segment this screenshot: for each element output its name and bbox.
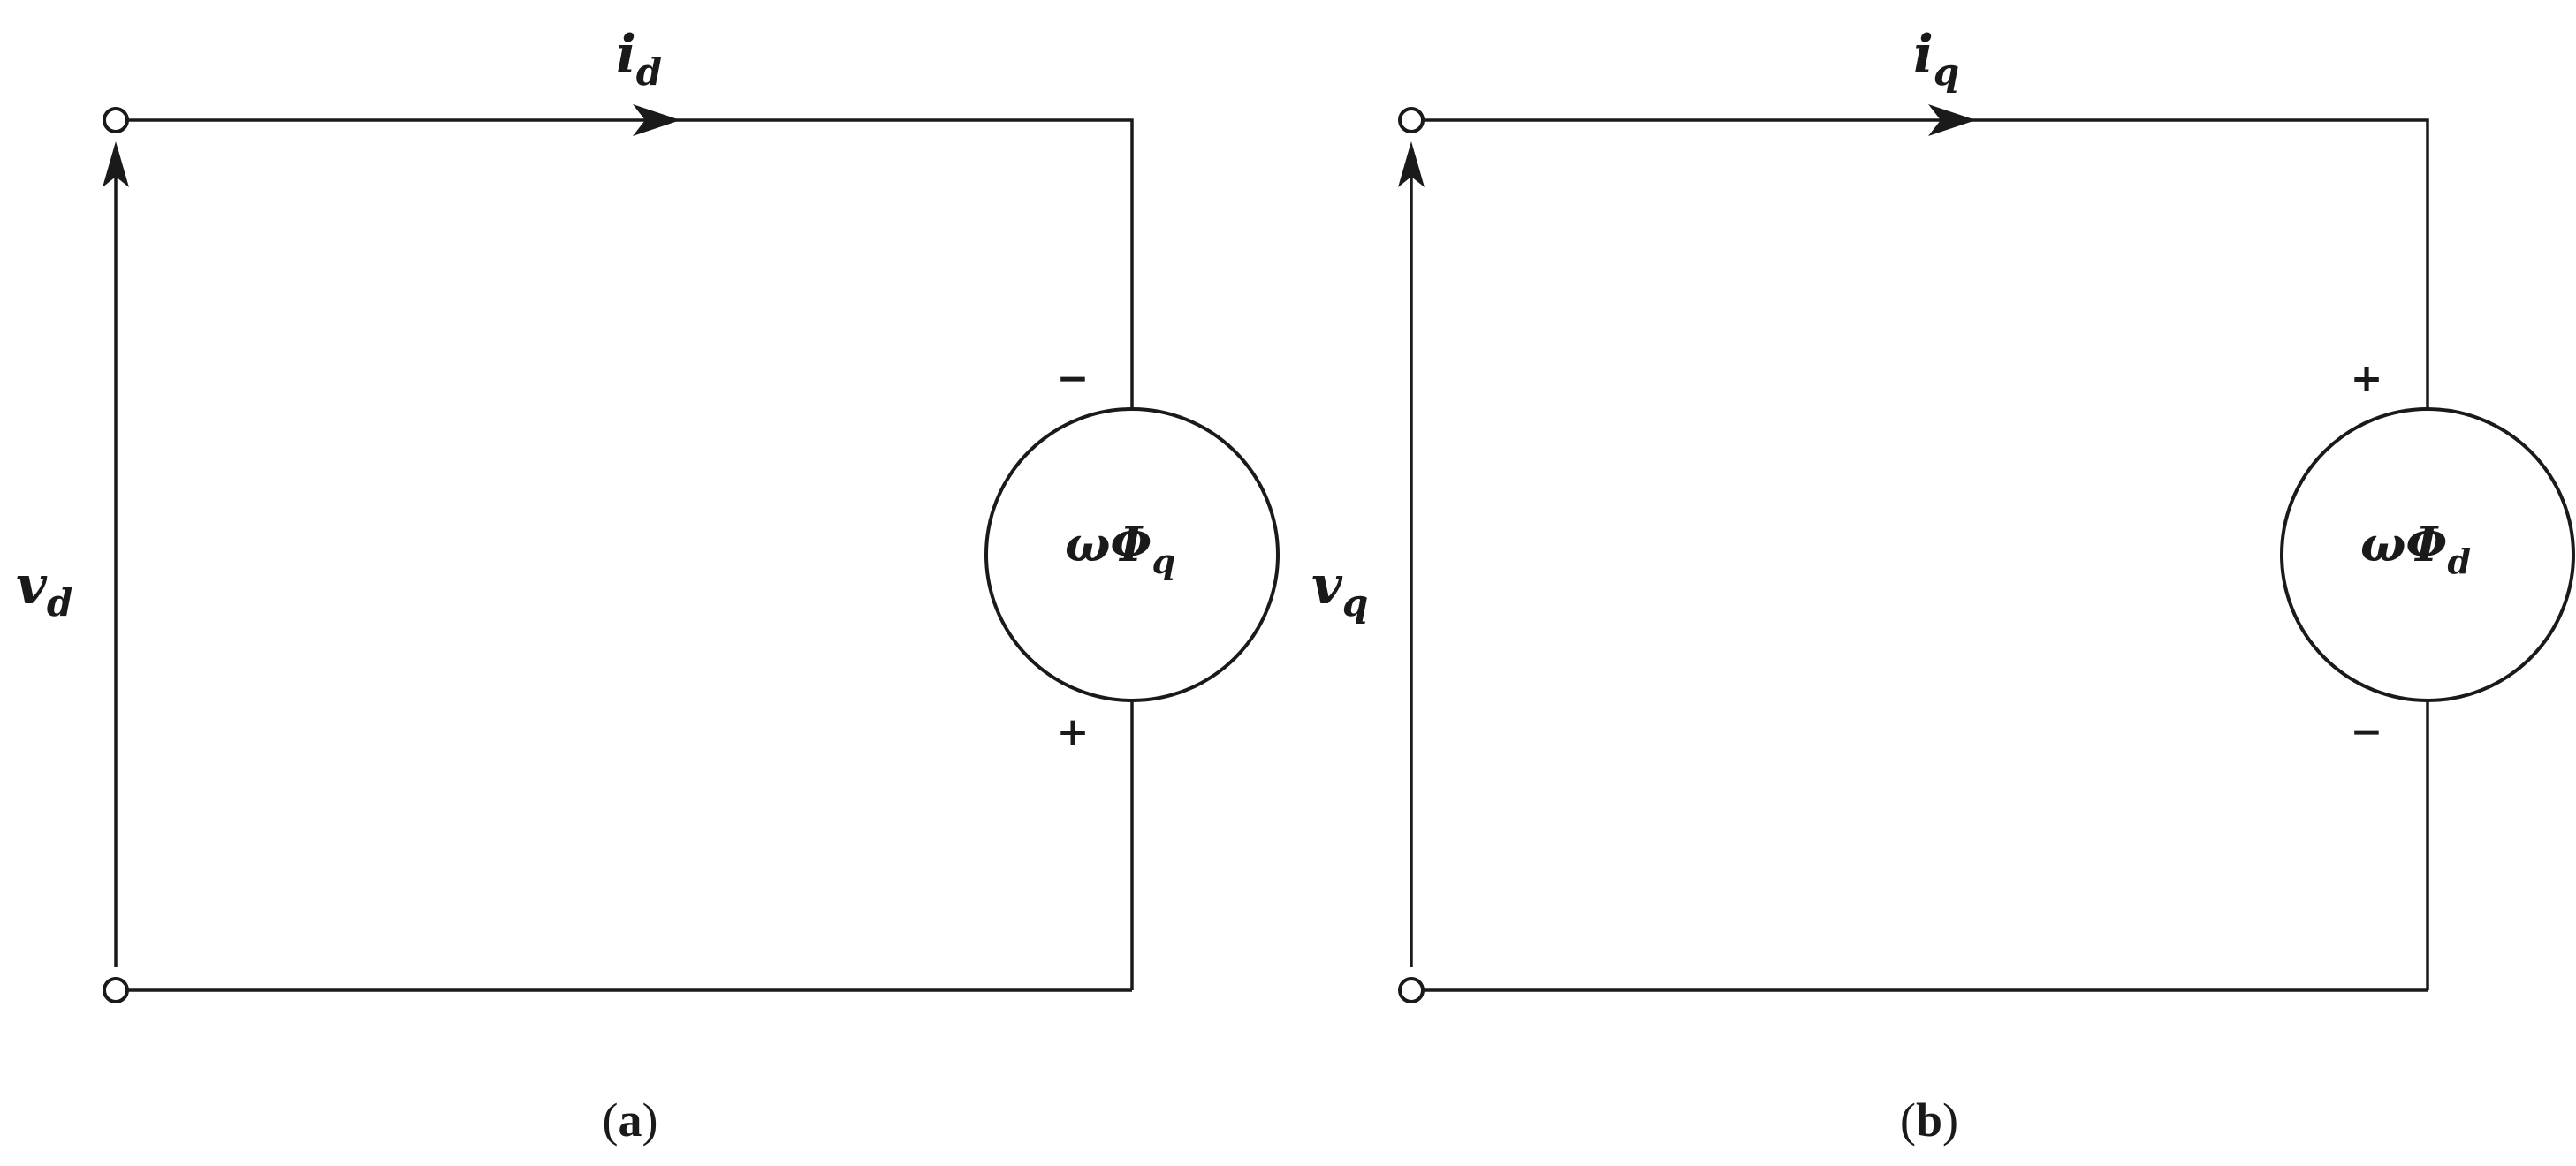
circuit-a-voltage-arrowhead xyxy=(103,141,129,187)
circuit-b-plus-sign: + xyxy=(2351,356,2383,401)
circuit-b-current-arrowhead xyxy=(1928,104,1976,136)
circuit-b-voltage-source xyxy=(2280,407,2575,702)
circuit-a-top-terminal xyxy=(103,107,129,133)
circuit-a-voltage-source xyxy=(984,407,1280,702)
circuit-a-current-label: id xyxy=(616,24,662,94)
circuit-b: iq vq ωΦd + − (b) xyxy=(1311,24,2575,1147)
circuit-a-plus-sign: + xyxy=(1057,709,1090,754)
circuit-b-top-terminal xyxy=(1398,107,1425,133)
circuit-b-caption: (b) xyxy=(1900,1094,1958,1147)
circuit-a-source-label: ωΦq xyxy=(1065,516,1175,581)
circuit-b-top-wire xyxy=(1423,118,2429,409)
circuit-a: id vd ωΦq − + (a) xyxy=(16,24,1280,1147)
circuit-a-bottom-terminal xyxy=(103,977,129,1003)
circuit-b-bottom-terminal xyxy=(1398,977,1425,1003)
circuit-a-caption: (a) xyxy=(603,1094,658,1147)
circuit-b-current-label: iq xyxy=(1913,24,1959,94)
circuit-a-minus-sign: − xyxy=(1057,356,1090,401)
circuit-b-voltage-label: vq xyxy=(1311,555,1368,625)
circuit-b-voltage-arrowhead xyxy=(1398,141,1425,187)
circuit-a-current-arrowhead xyxy=(633,104,680,136)
circuit-b-minus-sign: − xyxy=(2351,709,2383,754)
circuit-a-top-wire xyxy=(127,118,1134,409)
circuit-a-voltage-label: vd xyxy=(16,555,72,625)
circuit-b-source-label: ωΦd xyxy=(2360,516,2471,581)
